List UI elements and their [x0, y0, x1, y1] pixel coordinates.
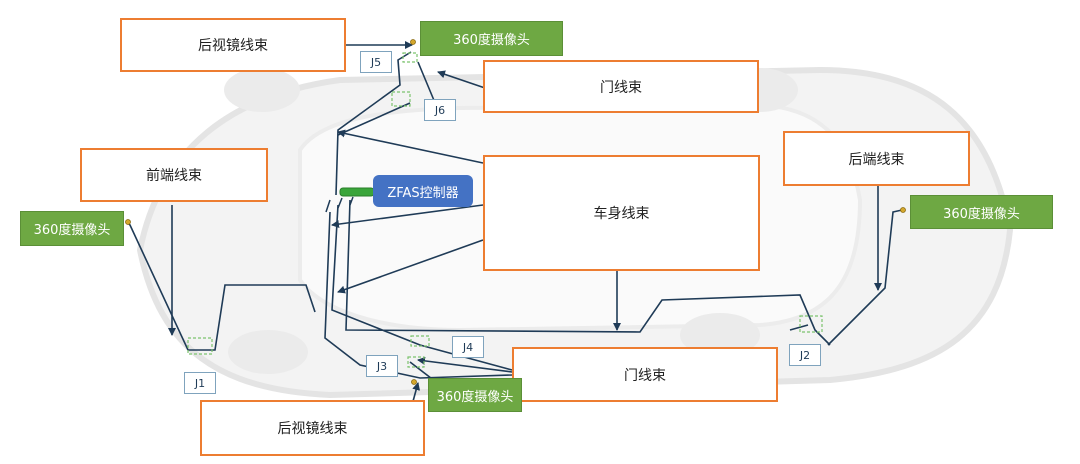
harness-mirror-top-label: 后视镜线束 [198, 38, 268, 54]
harness-front-label: 前端线束 [146, 168, 202, 184]
junction-j4: J4 [452, 336, 484, 358]
harness-door-top: 门线束 [483, 60, 759, 113]
wire-long-bottom [345, 199, 831, 346]
harness-rear-label: 后端线束 [848, 151, 905, 168]
j2-dash-box [799, 315, 823, 333]
junction-j1: J1 [184, 372, 216, 394]
harness-mirror-bottom-label: 后视镜线束 [277, 421, 348, 437]
zfas-controller: ZFAS控制器 [373, 175, 473, 207]
wire-front-loop [126, 221, 316, 351]
camera-dot-top [410, 39, 416, 45]
harness-body-label: 车身线束 [593, 206, 650, 222]
zfas-controller-label: ZFAS控制器 [387, 185, 459, 201]
junction-j3-label: J3 [376, 359, 388, 373]
camera-right: 360度摄像头 [910, 195, 1053, 229]
zfas-leg-2 [337, 197, 343, 209]
junction-j5: J5 [360, 51, 392, 73]
harness-mirror-bottom: 后视镜线束 [200, 400, 425, 456]
arrow-body-3 [337, 239, 484, 294]
j5-dash-box [402, 52, 418, 63]
junction-j5-label: J5 [370, 55, 382, 69]
j6-dash-box [391, 91, 411, 107]
wire-top-loop [335, 51, 412, 196]
harness-mirror-top: 后视镜线束 [120, 18, 346, 72]
camera-left-label: 360度摄像头 [33, 223, 111, 238]
arrow-door-bottom [417, 356, 513, 373]
harness-body: 车身线束 [483, 155, 760, 271]
wire-j2-left [789, 324, 809, 331]
harness-rear: 后端线束 [783, 131, 970, 186]
arrow-body-1 [337, 129, 484, 164]
wheel-front-top [224, 68, 300, 112]
wire-rear-right [827, 209, 903, 346]
zfas-leg-1 [325, 199, 331, 213]
junction-j6-label: J6 [434, 103, 446, 117]
zfas-leg-3 [349, 196, 354, 206]
j3-dash-box [407, 356, 425, 368]
junction-j2: J2 [789, 344, 821, 366]
wheel-front-bottom [228, 330, 308, 374]
j4-dash-box [410, 335, 430, 347]
camera-right-label: 360度摄像头 [943, 206, 1020, 222]
wire-j6-body [337, 102, 411, 136]
camera-top-label: 360度摄像头 [453, 33, 530, 48]
junction-j2-label: J2 [799, 348, 811, 362]
junction-j1-label: J1 [194, 376, 206, 390]
camera-top: 360度摄像头 [420, 21, 563, 56]
harness-door-bottom: 门线束 [512, 347, 778, 402]
camera-dot-bottom [411, 379, 417, 385]
wheel-rear-bottom [680, 313, 760, 357]
arrow-body-2 [331, 204, 484, 229]
camera-dot-left [125, 219, 131, 225]
camera-bottom: 360度摄像头 [428, 378, 522, 412]
wire-left-vertical [324, 211, 513, 379]
junction-j3: J3 [366, 355, 398, 377]
camera-left: 360度摄像头 [20, 211, 124, 246]
junction-j4-label: J4 [462, 340, 474, 354]
arrow-door-top [437, 70, 486, 89]
camera-bottom-label: 360度摄像头 [436, 389, 514, 405]
harness-door-bottom-label: 门线束 [624, 367, 666, 384]
zfas-connector [339, 187, 375, 197]
camera-dot-right [900, 207, 906, 213]
j1-dash-box [187, 337, 213, 355]
junction-j6: J6 [424, 99, 456, 121]
harness-door-top-label: 门线束 [600, 79, 642, 96]
harness-front: 前端线束 [80, 148, 268, 202]
